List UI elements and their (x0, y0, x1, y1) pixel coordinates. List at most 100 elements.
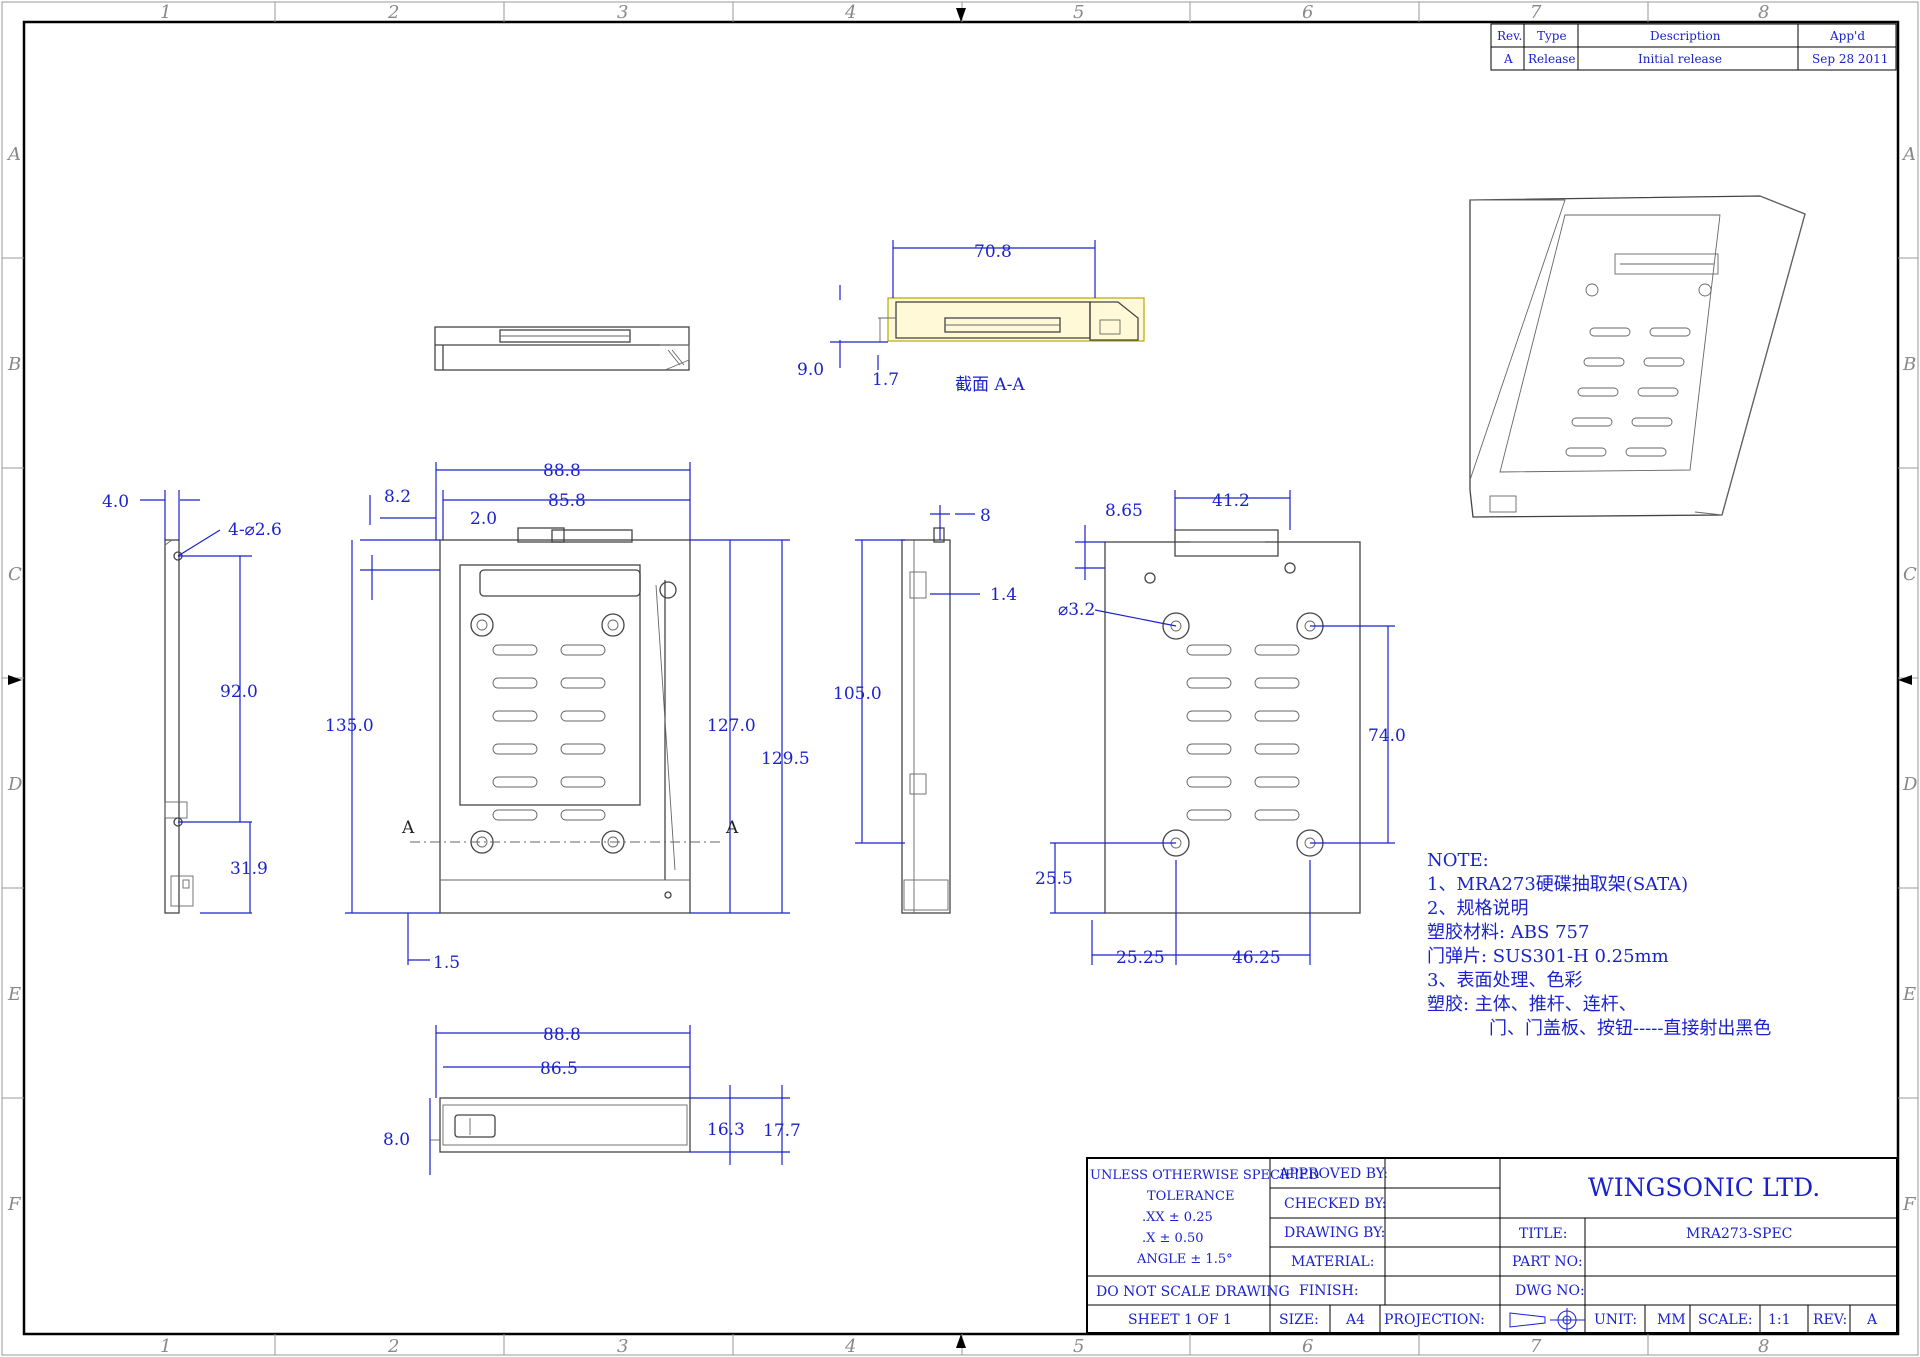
projection-symbol-icon (1509, 1308, 1585, 1332)
tolerance-header: UNLESS OTHERWISE SPECIFIED (1090, 1168, 1319, 1183)
dim-front-15: 1.5 (433, 953, 460, 973)
tolerance-xx: .XX ± 0.25 (1142, 1210, 1213, 1225)
dim-rear-4625: 46.25 (1232, 948, 1281, 968)
checked-by-label: CHECKED BY: (1284, 1196, 1386, 1212)
note-line-7: 塑胶: 主体、推杆、连杆、 (1427, 994, 1637, 1015)
section-marker-right: A (725, 818, 739, 838)
zone-row-b-right: B (1902, 354, 1916, 375)
zone-row-e-right: E (1902, 984, 1916, 1005)
front-view (410, 527, 720, 914)
title-block: UNLESS OTHERWISE SPECIFIED TOLERANCE .XX… (1086, 1157, 1898, 1334)
zone-col-8-bottom: 8 (1758, 1336, 1769, 1357)
zone-col-3: 3 (617, 2, 628, 23)
dim-front-888: 88.8 (543, 461, 581, 481)
zone-col-5-bottom: 5 (1073, 1336, 1084, 1357)
dim-left-92: 92.0 (220, 682, 258, 702)
rev-header-appd: App'd (1829, 29, 1865, 43)
drawing-by-label: DRAWING BY: (1284, 1225, 1385, 1241)
middle-side-view (901, 527, 951, 914)
dwg-no-label: DWG NO: (1515, 1283, 1585, 1299)
dim-front-20: 2.0 (470, 509, 497, 529)
zone-row-d-right: D (1902, 774, 1918, 795)
rev-value: A (1866, 1312, 1878, 1328)
zone-row-b: B (7, 354, 21, 375)
do-not-scale: DO NOT SCALE DRAWING (1096, 1284, 1290, 1300)
zone-row-a: A (6, 144, 21, 165)
section-marker-left: A (401, 818, 415, 838)
top-view-small (434, 326, 690, 371)
dim-front-1270: 127.0 (707, 716, 756, 736)
dim-hole-callout: 4-⌀2.6 (228, 520, 282, 540)
dim-rear-865: 8.65 (1105, 501, 1143, 521)
rev-cell-date: Sep 28 2011 (1812, 52, 1888, 66)
rev-label: REV: (1813, 1312, 1847, 1328)
note-line-2: 1、MRA273硬碟抽取架(SATA) (1427, 874, 1688, 895)
dimension-lines (140, 240, 1395, 1175)
centering-marks (8, 8, 1912, 1348)
scale-value: 1:1 (1768, 1312, 1791, 1328)
note-line-3: 2、规格说明 (1427, 898, 1528, 919)
tolerance-angle: ANGLE ± 1.5° (1136, 1252, 1233, 1267)
zone-col-2: 2 (387, 2, 399, 23)
bottom-view (430, 1097, 691, 1153)
dim-side-1050: 105.0 (833, 684, 882, 704)
zone-col-3-bottom: 3 (617, 1336, 628, 1357)
dim-front-1295: 129.5 (761, 749, 810, 769)
zone-col-7: 7 (1530, 2, 1542, 23)
rev-header-type: Type (1537, 29, 1567, 43)
zone-row-f-right: F (1902, 1194, 1917, 1215)
zone-col-8: 8 (1758, 2, 1769, 23)
isometric-view (1469, 195, 1806, 518)
dim-top-width: 70.8 (974, 242, 1012, 262)
finish-label: FINISH: (1299, 1283, 1359, 1299)
dim-rear-412: 41.2 (1212, 491, 1250, 511)
dim-bottom-177: 17.7 (763, 1121, 801, 1141)
zone-col-4: 4 (844, 2, 856, 23)
unit-label: UNIT: (1594, 1312, 1637, 1328)
dim-rear-740: 74.0 (1368, 726, 1406, 746)
zone-row-c-right: C (1903, 564, 1917, 585)
dim-bottom-888: 88.8 (543, 1025, 581, 1045)
left-side-view (164, 539, 194, 914)
zone-col-5: 5 (1073, 2, 1084, 23)
zone-col-7-bottom: 7 (1530, 1336, 1542, 1357)
size-value: A4 (1345, 1312, 1365, 1328)
zone-row-a-right: A (1901, 144, 1916, 165)
note-line-6: 3、表面处理、色彩 (1427, 970, 1582, 991)
dim-side-14: 1.4 (990, 585, 1017, 605)
zone-col-4-bottom: 4 (844, 1336, 856, 1357)
dim-rear-hole: ⌀3.2 (1058, 600, 1095, 620)
zone-col-2-bottom: 2 (387, 1336, 399, 1357)
rev-header-description: Description (1650, 29, 1721, 43)
title-label: TITLE: (1519, 1226, 1567, 1242)
tolerance-x: .X ± 0.50 (1142, 1231, 1204, 1246)
dim-front-82: 8.2 (384, 487, 411, 507)
zone-row-d: D (7, 774, 23, 795)
dim-front-1350: 135.0 (325, 716, 374, 736)
rev-cell-type: Release (1528, 52, 1576, 66)
zone-col-1: 1 (160, 2, 171, 23)
dim-bottom-865: 86.5 (540, 1059, 578, 1079)
zone-row-c: C (8, 564, 22, 585)
zone-row-f: F (7, 1194, 22, 1215)
rear-view (1104, 529, 1361, 914)
zone-col-6-bottom: 6 (1302, 1336, 1313, 1357)
part-no-label: PART NO: (1512, 1254, 1583, 1270)
zone-col-6: 6 (1302, 2, 1313, 23)
dim-side-8: 8 (980, 506, 991, 526)
dim-bottom-80: 8.0 (383, 1130, 410, 1150)
dim-bottom-163: 16.3 (707, 1120, 745, 1140)
rev-header-rev: Rev. (1497, 29, 1522, 43)
zone-row-e: E (7, 984, 21, 1005)
title-value: MRA273-SPEC (1686, 1226, 1792, 1242)
note-line-4: 塑胶材料: ABS 757 (1427, 922, 1589, 943)
sheet-label: SHEET 1 OF 1 (1128, 1312, 1232, 1328)
section-a-a-view (878, 297, 1145, 342)
dim-rear-2525: 25.25 (1116, 948, 1165, 968)
material-label: MATERIAL: (1291, 1254, 1374, 1270)
note-line-8: 门、门盖板、按钮-----直接射出黑色 (1489, 1018, 1771, 1039)
dim-left-edge: 4.0 (102, 492, 129, 512)
dim-top-height: 9.0 (797, 360, 824, 380)
